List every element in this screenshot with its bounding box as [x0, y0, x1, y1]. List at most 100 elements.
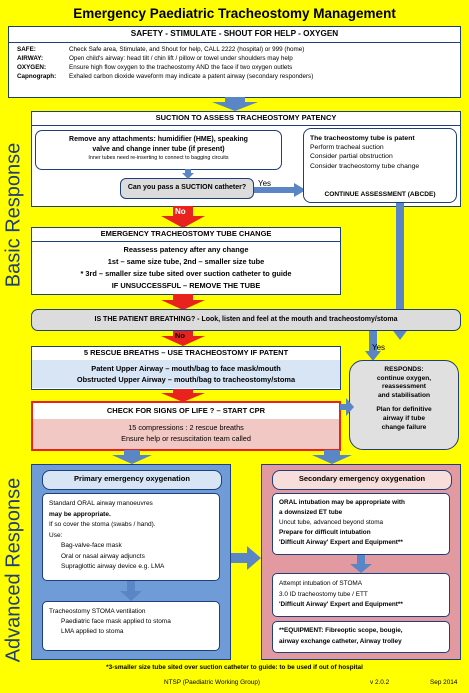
safety-rows: SAFE:Check Safe area, Stimulate, and Sho…: [17, 45, 313, 81]
secondary-line: 'Difficult Airway' Expert and Equipment*…: [279, 601, 403, 608]
down-arrow-icon: [112, 450, 152, 464]
rescue-line: Patent Upper Airway – mouth/bag to face …: [91, 364, 281, 373]
right-arrow-icon: [254, 183, 306, 197]
responds-line: continue oxygen,: [376, 374, 432, 382]
responds-line: and stabilisation: [377, 391, 431, 399]
footer-date: Sep 2014: [430, 679, 458, 686]
tube-change-line: 1st – same size tube, 2nd – smaller size…: [107, 257, 265, 266]
rescue-header: 5 RESCUE BREATHS – USE TRACHEOSTOMY IF P…: [32, 347, 340, 361]
secondary-box3: **EQUIPMENT: Fibreoptic scope, bougie, a…: [272, 621, 450, 653]
red-down-arrow-icon: [161, 294, 205, 310]
remove-line: valve and change inner tube (if present): [92, 145, 225, 153]
secondary-line: 'Difficult Airway' Expert and Equipment*…: [279, 539, 403, 546]
responds-box: RESPONDS: continue oxygen, reassessment …: [349, 360, 459, 450]
primary-line: Oral or nasal airway adjuncts: [61, 552, 145, 560]
safety-row: SAFE:Check Safe area, Stimulate, and Sho…: [17, 46, 305, 53]
breathing-question: IS THE PATIENT BREATHING? - Look, listen…: [94, 316, 398, 323]
primary-line: Paediatric face mask applied to stoma: [61, 618, 171, 625]
basic-response-label: Basic Response: [2, 142, 25, 288]
secondary-line: Prepare for difficult intubation: [279, 529, 371, 536]
right-arrow-icon: [231, 546, 261, 570]
remove-attachments-box: Remove any attachments: humidifier (HME)…: [35, 130, 282, 170]
advanced-response-label-area: Advanced Response: [0, 465, 28, 675]
primary-line: Standard ORAL airway manoeuvres: [49, 500, 153, 507]
secondary-line: a downsized ET tube: [279, 509, 343, 516]
responds-plan: Plan for definitive: [376, 406, 432, 414]
primary-line: Supraglottic airway device e.g. LMA: [61, 563, 165, 570]
rescue-line: Obstructed Upper Airway – mouth/bag to t…: [76, 375, 296, 384]
safety-header: SAFETY - STIMULATE - SHOUT FOR HELP - OX…: [9, 27, 460, 43]
patent-box: The tracheostomy tube is patent Perform …: [303, 128, 457, 203]
remove-line: Remove any attachments: humidifier (HME)…: [69, 136, 248, 143]
secondary-panel: Secondary emergency oxygenation ORAL int…: [261, 464, 461, 660]
responds-line: reassessment: [382, 383, 426, 391]
down-arrow-icon: [212, 97, 258, 111]
secondary-box2: Attempt intubation of STOMA 3.0 ID trach…: [272, 573, 450, 617]
secondary-line: Uncut tube, advanced beyond stoma: [279, 519, 384, 526]
safety-row: Capnograph:Exhaled carbon dioxide wavefo…: [17, 73, 314, 80]
secondary-line: 3.0 ID tracheostomy tube / ETT: [279, 590, 368, 598]
cpr-box: CHECK FOR SIGNS OF LIFE ? – START CPR 15…: [31, 401, 341, 451]
patent-item: Consider partial obstruction: [310, 153, 393, 161]
footer-org: NTSP (Paediatric Working Group): [164, 679, 261, 686]
primary-box2: Tracheostomy STOMA ventilation Paediatri…: [42, 601, 220, 651]
down-arrow-icon: [312, 450, 352, 464]
advanced-response-label: Advanced Response: [2, 477, 25, 663]
secondary-line: airway exchange catheter, Airway trolley: [279, 637, 402, 645]
suction-question-text: Can you pass a SUCTION catheter?: [127, 184, 247, 191]
yes-label: Yes: [372, 343, 386, 352]
tube-change-header: EMERGENCY TRACHEOSTOMY TUBE CHANGE: [32, 228, 340, 242]
no-label: No: [175, 207, 186, 216]
primary-line: Bag-valve-face mask: [61, 542, 122, 549]
secondary-box1: ORAL intubation may be appropriate with …: [272, 493, 450, 555]
safety-box: SAFETY - STIMULATE - SHOUT FOR HELP - OX…: [8, 26, 461, 98]
tube-change-line: IF UNSUCCESSFUL – REMOVE THE TUBE: [111, 281, 261, 290]
safety-row: OXYGEN:Ensure high flow oxygen to the tr…: [17, 64, 293, 71]
primary-line: LMA applied to stoma: [61, 628, 124, 635]
primary-line: Tracheostomy STOMA ventilation: [49, 608, 146, 615]
rescue-box: 5 RESCUE BREATHS – USE TRACHEOSTOMY IF P…: [31, 346, 341, 390]
patent-footer: CONTINUE ASSESSMENT (ABCDE): [324, 191, 436, 198]
down-arrow-icon: [120, 581, 142, 601]
page-title: Emergency Paediatric Tracheostomy Manage…: [73, 6, 396, 21]
secondary-line: ORAL intubation may be appropriate with: [279, 499, 405, 506]
primary-panel: Primary emergency oxygenation Standard O…: [31, 464, 231, 660]
red-down-arrow-icon: [161, 389, 205, 402]
cpr-header: CHECK FOR SIGNS OF LIFE ? – START CPR: [33, 403, 339, 420]
down-arrow-icon: [182, 169, 194, 179]
right-arrow-icon: [340, 398, 354, 416]
suction-header: SUCTION TO ASSESS TRACHEOSTOMY PATENCY: [32, 112, 460, 126]
red-down-arrow-icon: [161, 331, 205, 346]
suction-question: Can you pass a SUCTION catheter?: [120, 178, 254, 199]
patent-item: Consider tracheostomy tube change: [310, 162, 420, 170]
yes-label: Yes: [258, 179, 272, 188]
responds-title: RESPONDS:: [384, 366, 424, 373]
primary-line: Use:: [49, 531, 63, 539]
red-down-arrow-icon: [161, 206, 205, 228]
primary-line: may be appropriate.: [49, 510, 111, 518]
tube-change-line: Reassess patency after any change: [123, 245, 249, 254]
responds-plan: airway if tube: [382, 414, 426, 422]
cpr-line: 15 compressions : 2 rescue breaths: [128, 423, 244, 432]
primary-line: If so cover the stoma (swabs / hand).: [49, 521, 156, 528]
secondary-header: Secondary emergency oxygenation: [272, 470, 452, 490]
primary-box1: Standard ORAL airway manoeuvres may be a…: [42, 493, 220, 581]
tube-change-box: EMERGENCY TRACHEOSTOMY TUBE CHANGE Reass…: [31, 227, 341, 295]
down-arrow-icon: [391, 203, 409, 340]
footnote: *3-smaller size tube sited over suction …: [106, 664, 363, 671]
responds-plan: change failure: [381, 423, 427, 431]
patent-item: Perform tracheal suction: [310, 144, 384, 152]
breathing-question-box: IS THE PATIENT BREATHING? - Look, listen…: [31, 309, 461, 331]
primary-header: Primary emergency oxygenation: [42, 470, 222, 490]
secondary-line: Attempt intubation of STOMA: [279, 580, 363, 587]
down-arrow-icon: [350, 555, 372, 573]
tube-change-line: * 3rd – smaller size tube sited over suc…: [80, 269, 292, 278]
cpr-line: Ensure help or resuscitation team called: [121, 434, 251, 443]
no-label: No: [175, 331, 185, 340]
remove-note: Inner tubes need re-inserting to connect…: [88, 155, 229, 161]
basic-response-label-area: Basic Response: [0, 110, 28, 320]
footer-version: v 2.0.2: [370, 679, 390, 686]
down-arrow-icon: [365, 331, 381, 361]
patent-title: The tracheostomy tube is patent: [310, 135, 415, 142]
secondary-line: **EQUIPMENT: Fibreoptic scope, bougie,: [279, 627, 403, 634]
